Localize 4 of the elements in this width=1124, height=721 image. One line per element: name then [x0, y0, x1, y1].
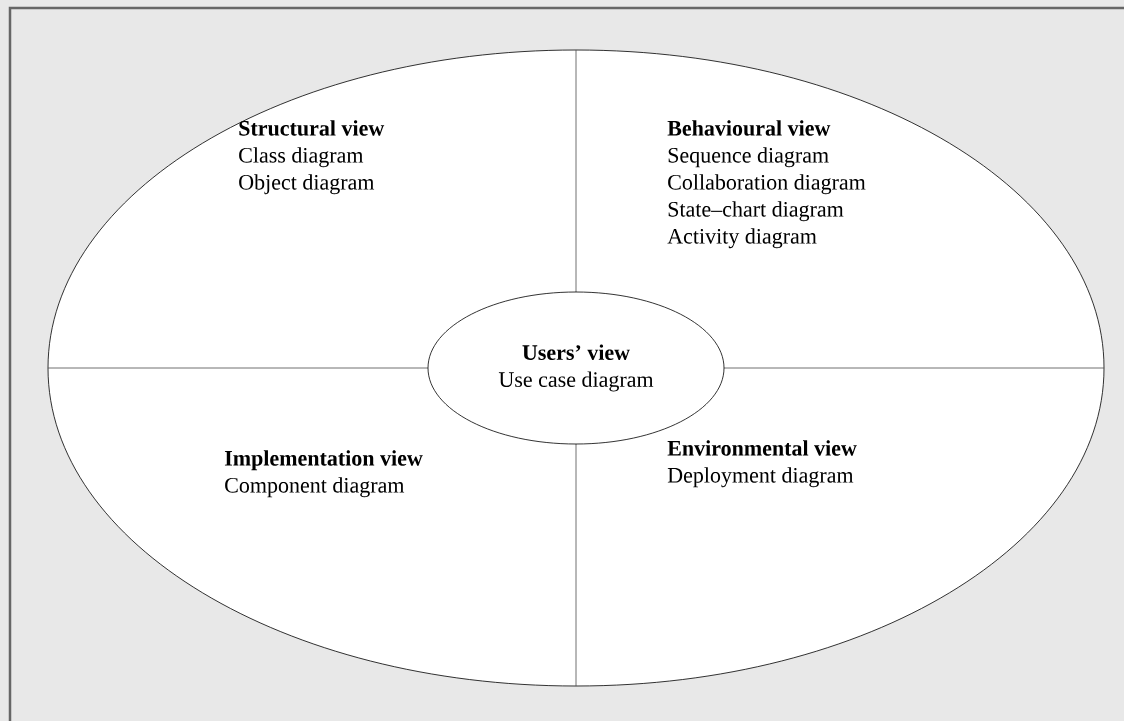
view-label: Behavioural view Sequence diagram Collaboration diagram State–chart diagram Activity diagram [667, 120, 866, 249]
outer-ellipse [47, 49, 1105, 687]
view-label: Structural view Class diagram Object diagram [239, 120, 385, 195]
view-label: Implementation view Component diagram [224, 450, 423, 498]
